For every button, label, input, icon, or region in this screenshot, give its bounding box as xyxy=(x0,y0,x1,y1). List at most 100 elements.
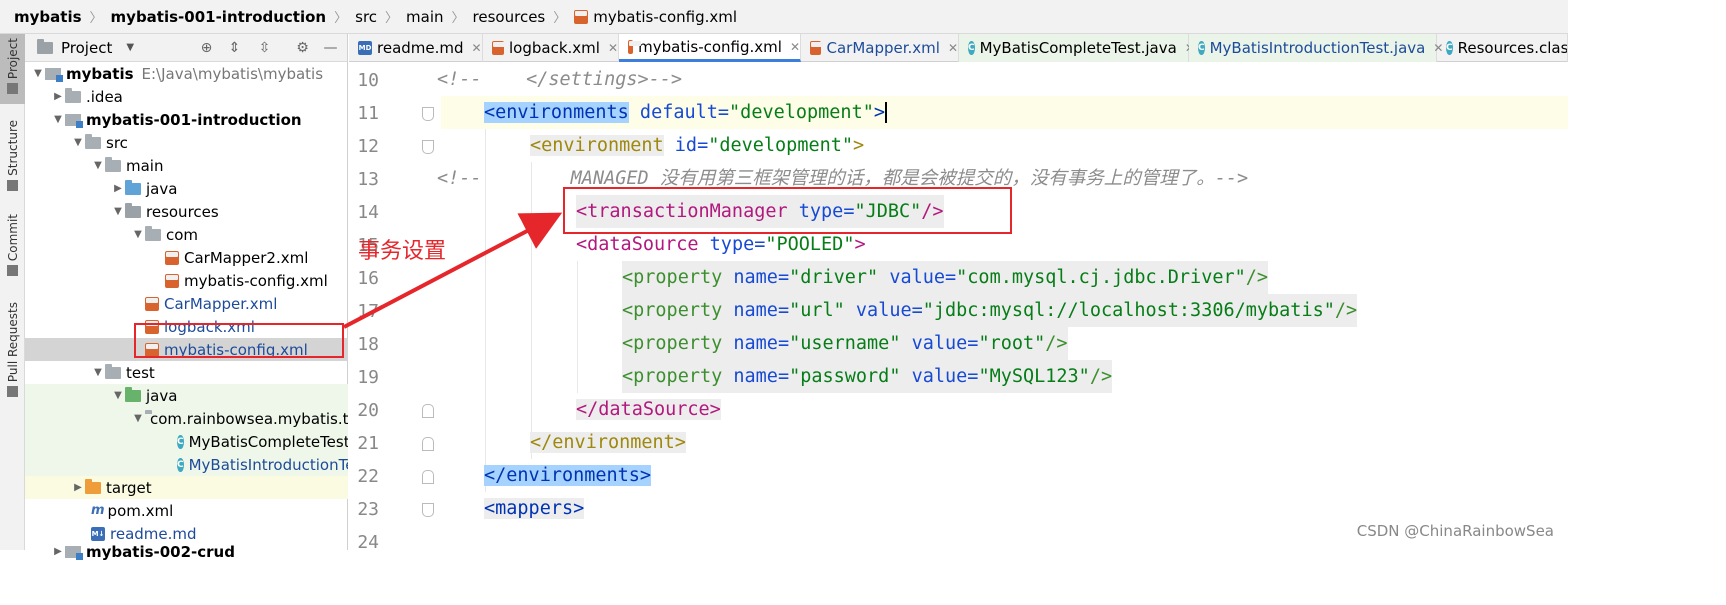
code-line-13: <!-- MANAGED 没有用第三框架管理的话，都是会被提交的，没有事务上的管… xyxy=(437,162,1248,195)
xml-value: "development" xyxy=(729,102,874,123)
breadcrumb-item-main[interactable]: main xyxy=(406,7,444,26)
xml-file-icon xyxy=(145,342,159,357)
xml-attr: name= xyxy=(722,300,790,321)
indent-guide xyxy=(531,162,532,459)
tab-logback[interactable]: logback.xml ✕ xyxy=(483,34,619,62)
close-icon[interactable]: ✕ xyxy=(789,39,800,54)
tree-item-mybatis-002[interactable]: ▶ mybatis-002-crud xyxy=(25,540,348,563)
tree-item-mybatis[interactable]: ▼ mybatis E:\Java\mybatis\mybatis xyxy=(25,62,348,85)
code-line-14: <transactionManager type="JDBC"/> xyxy=(576,195,944,228)
tree-item-package[interactable]: ▼ com.rainbowsea.mybatis.t xyxy=(25,407,348,430)
locate-icon[interactable]: ⊕ xyxy=(200,40,213,56)
close-icon[interactable]: ✕ xyxy=(947,41,958,55)
xml-file-icon xyxy=(165,250,179,265)
close-icon[interactable]: ✕ xyxy=(607,41,618,55)
xml-value: "JDBC" xyxy=(854,201,922,222)
tab-readme[interactable]: MD readme.md ✕ xyxy=(349,34,483,62)
tab-resources-class[interactable]: C Resources.class xyxy=(1437,34,1568,62)
code-line-10: <!-- </settings>--> xyxy=(437,63,682,96)
code-line-20: </dataSource> xyxy=(576,393,721,426)
chevron-right-icon: 〉 xyxy=(451,11,465,26)
xml-tag: <dataSource xyxy=(576,234,699,255)
tree-item-idea[interactable]: ▶ .idea xyxy=(25,85,348,108)
xml-tag: <mappers> xyxy=(484,498,585,519)
xml-value: "username" xyxy=(789,333,901,354)
tree-item-carmapper2[interactable]: CarMapper2.xml xyxy=(25,246,348,269)
xml-tag: <environments xyxy=(484,102,629,123)
close-icon[interactable]: ✕ xyxy=(1433,41,1444,55)
close-icon[interactable]: ✕ xyxy=(471,41,482,55)
editor-tabs: MD readme.md ✕ logback.xml ✕ mybatis-con… xyxy=(349,34,1568,62)
fold-icon[interactable] xyxy=(422,503,434,517)
xml-attr: name= xyxy=(722,267,790,288)
tree-item-mybatis-config-com[interactable]: mybatis-config.xml xyxy=(25,269,348,292)
tree-item-label: target xyxy=(106,478,152,497)
code-editor[interactable]: <!-- </settings>--> <environments defaul… xyxy=(437,63,1568,550)
fold-icon[interactable] xyxy=(422,470,434,484)
tree-item-target[interactable]: ▶ target xyxy=(25,476,348,499)
test-folder-icon xyxy=(125,386,141,402)
line-number: 20 xyxy=(357,400,379,421)
xml-value: "POOLED" xyxy=(765,234,855,255)
line-number: 12 xyxy=(357,136,379,157)
tab-complete-test[interactable]: C MyBatisCompleteTest.java ✕ xyxy=(959,34,1195,62)
tab-mybatis-config[interactable]: mybatis-config.xml ✕ xyxy=(619,34,801,62)
chevron-down-icon[interactable]: ▼ xyxy=(126,42,135,53)
xml-tag: </environment> xyxy=(530,432,686,453)
xml-value: "driver" xyxy=(789,267,879,288)
excluded-folder-icon xyxy=(85,478,101,494)
fold-icon[interactable] xyxy=(422,140,434,154)
expand-all-icon[interactable]: ⇕ xyxy=(228,40,241,56)
line-number: 19 xyxy=(357,367,379,388)
tree-item-readme[interactable]: M↓ readme.md xyxy=(25,522,348,545)
structure-icon xyxy=(7,179,18,191)
tree-item-pom[interactable]: m pom.xml xyxy=(25,499,348,522)
tool-tab-structure[interactable]: Structure xyxy=(0,120,25,208)
xml-file-icon xyxy=(574,9,589,24)
tool-tab-commit[interactable]: Commit xyxy=(0,214,25,288)
code-line-11: <environments default="development"> xyxy=(484,96,887,129)
fold-icon[interactable] xyxy=(422,404,434,418)
module-icon xyxy=(45,67,63,82)
tree-item-com[interactable]: ▼ com xyxy=(25,223,348,246)
project-panel-header: Project ▼ ⊕ ⇕ ⇳ ⚙ — xyxy=(25,34,347,62)
tool-tab-pull-requests[interactable]: Pull Requests xyxy=(0,302,25,402)
tree-item-mybatis-001[interactable]: ▼ mybatis-001-introduction xyxy=(25,108,348,131)
breadcrumb-item-file[interactable]: mybatis-config.xml xyxy=(574,8,737,26)
code-line-15: <dataSource type="POOLED"> xyxy=(576,228,866,261)
breadcrumb-item-src[interactable]: src xyxy=(355,7,378,26)
breadcrumb-item-project[interactable]: mybatis xyxy=(14,7,82,26)
tree-item-java[interactable]: ▶ java xyxy=(25,177,348,200)
tree-item-mybatis-config[interactable]: mybatis-config.xml xyxy=(25,338,348,361)
tree-item-label: mybatis-002-crud xyxy=(86,542,235,561)
tree-item-src[interactable]: ▼ src xyxy=(25,131,348,154)
tree-item-carmapper[interactable]: CarMapper.xml xyxy=(25,292,348,315)
tab-carmapper[interactable]: CarMapper.xml ✕ xyxy=(801,34,959,62)
line-number: 24 xyxy=(357,532,379,553)
gear-icon[interactable]: ⚙ xyxy=(296,40,309,56)
xml-value: "url" xyxy=(789,300,845,321)
breadcrumb-item-resources[interactable]: resources xyxy=(472,7,546,26)
collapse-all-icon[interactable]: ⇳ xyxy=(258,40,271,56)
line-number: 23 xyxy=(357,499,379,520)
fold-icon[interactable] xyxy=(422,107,434,121)
xml-tag: <environment xyxy=(530,135,664,156)
xml-file-icon xyxy=(145,296,159,311)
tab-introduction-test[interactable]: C MyBatisIntroductionTest.java ✕ xyxy=(1189,34,1443,62)
minimize-icon[interactable]: — xyxy=(323,40,338,56)
breadcrumb-item-module[interactable]: mybatis-001-introduction xyxy=(110,7,327,26)
tree-item-test[interactable]: ▼ test xyxy=(25,361,348,384)
breadcrumb: mybatis 〉 mybatis-001-introduction 〉 src… xyxy=(0,0,1568,34)
xml-tag: /> xyxy=(1045,333,1068,354)
tool-tab-project[interactable]: Project xyxy=(0,34,25,104)
project-panel-title[interactable]: Project xyxy=(61,38,113,57)
tree-item-complete-test[interactable]: C MyBatisCompleteTest xyxy=(25,430,348,453)
fold-icon[interactable] xyxy=(422,437,434,451)
xml-attr: value= xyxy=(900,333,979,354)
tree-item-main[interactable]: ▼ main xyxy=(25,154,348,177)
tree-item-test-java[interactable]: ▼ java xyxy=(25,384,348,407)
current-line-highlight xyxy=(441,96,1568,129)
tree-item-resources[interactable]: ▼ resources xyxy=(25,200,348,223)
tree-item-introduction-test[interactable]: C MyBatisIntroductionTe xyxy=(25,453,348,476)
folder-icon xyxy=(105,363,121,379)
